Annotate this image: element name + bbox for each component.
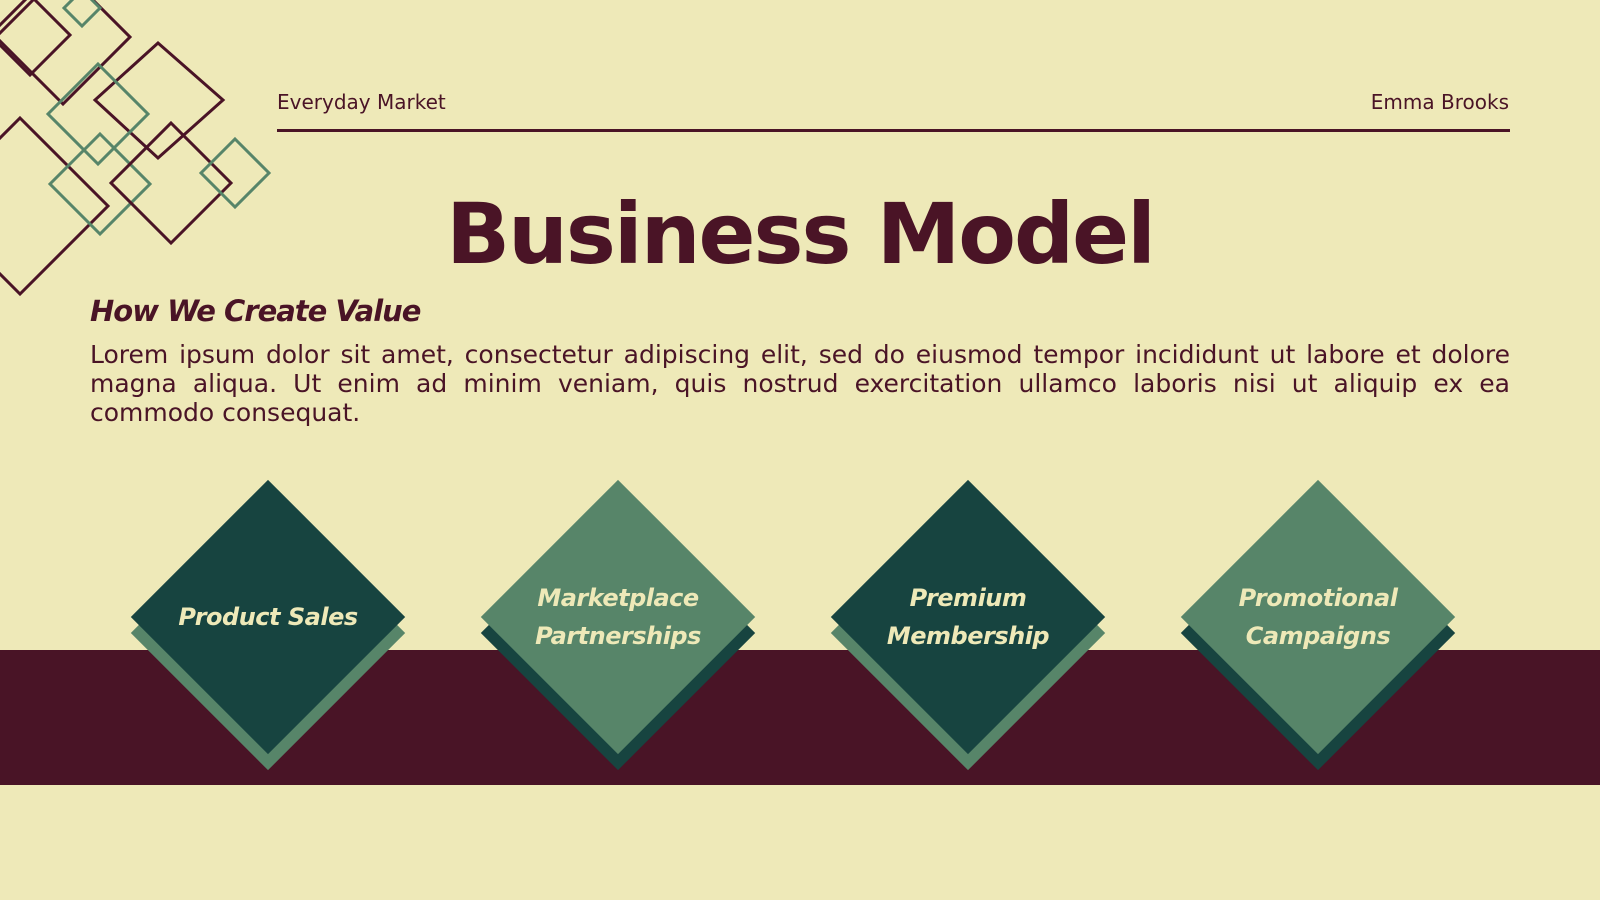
section-subtitle: How We Create Value	[90, 294, 421, 328]
card-label: Product Sales	[178, 603, 358, 631]
header-divider	[277, 129, 1510, 132]
company-name: Everyday Market	[277, 90, 446, 114]
body-paragraph: Lorem ipsum dolor sit amet, consectetur …	[90, 340, 1510, 427]
slide-title: Business Model	[446, 185, 1156, 283]
author-name: Emma Brooks	[1370, 90, 1509, 114]
diamond-pattern-decoration	[0, 0, 272, 297]
card-product-sales: Product Sales	[130, 479, 406, 771]
